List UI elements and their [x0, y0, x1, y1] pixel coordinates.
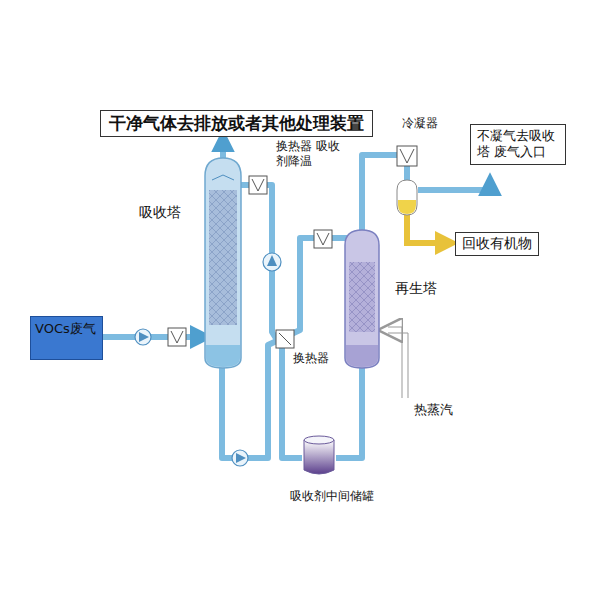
- absorber-tower: 吸收塔: [205, 158, 241, 368]
- flow-pipe: [103, 334, 203, 340]
- node-text: 干净气体去排放或者其他处理装置: [109, 113, 364, 134]
- node-text: VOCs废气: [35, 321, 98, 337]
- tower-heading: 吸收塔: [139, 204, 181, 222]
- outlet-box: 不凝气去吸收塔 废气入口: [470, 124, 566, 165]
- tower-heading: 再生塔: [395, 280, 437, 298]
- node-text: 回收有机物: [462, 235, 532, 253]
- tank-label: 吸收剂中间储罐: [290, 489, 374, 504]
- condenser-label: 冷凝器: [402, 116, 438, 131]
- exchanger-label: 换热器: [293, 351, 329, 366]
- regenerator-tower: 再生塔: [345, 230, 379, 368]
- product-box: 回收有机物: [455, 232, 539, 256]
- flow-pipe: [220, 139, 226, 158]
- steam-label: 热蒸汽: [414, 402, 453, 418]
- feed-box: VOCs废气: [30, 316, 103, 360]
- destination-box: 干净气体去排放或者其他处理装置: [100, 110, 373, 137]
- exchanger-label: 换热器 吸收剂降温: [276, 139, 343, 169]
- node-text: 不凝气去吸收塔 废气入口: [477, 128, 559, 161]
